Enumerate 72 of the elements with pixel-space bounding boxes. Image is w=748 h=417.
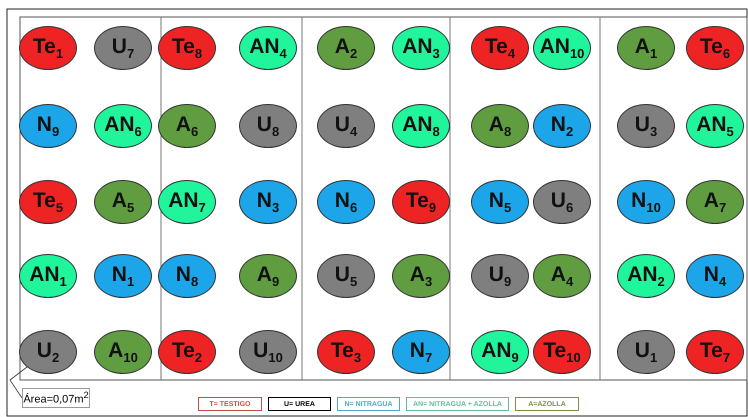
plot-label: A$_{6}$ bbox=[176, 112, 198, 140]
plot-label: Te$_{9}$ bbox=[406, 188, 436, 216]
plot-label: AN$_{7}$ bbox=[168, 188, 206, 216]
plot-ellipse bbox=[19, 254, 77, 298]
plot-ellipse bbox=[19, 26, 77, 70]
plot-label: N$_{6}$ bbox=[334, 188, 358, 216]
plot-label: U$_{10}$ bbox=[253, 338, 283, 366]
plot-ellipse bbox=[392, 254, 450, 298]
plot-label: A$_{1}$ bbox=[634, 34, 658, 62]
plot-ellipse bbox=[686, 254, 744, 298]
plot-label: N$_{5}$ bbox=[488, 188, 512, 216]
plot-label: Te$_{1}$ bbox=[32, 34, 64, 62]
plot-label: U$_{3}$ bbox=[634, 112, 658, 140]
plot-ellipse bbox=[392, 26, 450, 70]
plot-label: AN$_{3}$ bbox=[402, 34, 440, 62]
plot-label: A$_{2}$ bbox=[334, 34, 358, 62]
plot-ellipse bbox=[158, 26, 216, 70]
plot-label: U$_{6}$ bbox=[550, 188, 574, 216]
plot-label: A$_{4}$ bbox=[550, 262, 574, 290]
plot-ellipse bbox=[392, 104, 450, 148]
plot-ellipse bbox=[19, 104, 77, 148]
plot-ellipse bbox=[686, 330, 744, 374]
plot-ellipse bbox=[686, 180, 744, 224]
plot-label: A$_{10}$ bbox=[108, 338, 138, 366]
plot-label: N$_{2}$ bbox=[550, 112, 574, 140]
plot-label: A$_{9}$ bbox=[256, 262, 280, 290]
plot-label: AN$_{10}$ bbox=[540, 34, 584, 62]
plot-label: A$_{3}$ bbox=[410, 262, 432, 290]
plot-label: AN$_{9}$ bbox=[481, 338, 519, 366]
plot-label: Te$_{5}$ bbox=[32, 188, 64, 216]
plot-label: N$_{9}$ bbox=[36, 112, 60, 140]
plot-label: Te$_{3}$ bbox=[330, 338, 362, 366]
plot-label: U$_{9}$ bbox=[488, 262, 512, 290]
plot-label: N$_{3}$ bbox=[256, 188, 280, 216]
plot-label: Te$_{10}$ bbox=[543, 338, 581, 366]
plot-ellipse bbox=[392, 330, 450, 374]
plot-ellipse bbox=[158, 180, 216, 224]
plot-label: AN$_{6}$ bbox=[104, 112, 142, 140]
plot-ellipse bbox=[158, 104, 216, 148]
plot-label: U$_{8}$ bbox=[256, 112, 280, 140]
plot-label: AN$_{8}$ bbox=[402, 112, 440, 140]
plot-label: N$_{4}$ bbox=[704, 262, 726, 290]
plot-label: U$_{5}$ bbox=[334, 262, 358, 290]
plot-label: A$_{8}$ bbox=[488, 112, 512, 140]
leader-line bbox=[9, 366, 28, 398]
plot-label: Te$_{7}$ bbox=[700, 338, 730, 366]
plot-label: Te$_{4}$ bbox=[484, 34, 516, 62]
plot-ellipse bbox=[19, 180, 77, 224]
plot-label: Te$_{6}$ bbox=[700, 34, 730, 62]
plot-label: U$_{7}$ bbox=[112, 34, 134, 62]
plot-label: U$_{1}$ bbox=[634, 338, 658, 366]
plot-label: A$_{7}$ bbox=[704, 188, 726, 216]
plot-ellipse bbox=[392, 180, 450, 224]
plot-label: AN$_{1}$ bbox=[29, 262, 67, 290]
plot-label: Te$_{8}$ bbox=[172, 34, 202, 62]
plot-label: Te$_{2}$ bbox=[172, 338, 202, 366]
plot-label: U$_{4}$ bbox=[334, 112, 358, 140]
plot-ellipse bbox=[158, 254, 216, 298]
plot-label: AN$_{4}$ bbox=[249, 34, 287, 62]
plot-label: A$_{5}$ bbox=[112, 188, 134, 216]
plot-ellipse bbox=[19, 330, 77, 374]
plot-ellipse bbox=[686, 26, 744, 70]
plot-label: AN$_{2}$ bbox=[627, 262, 665, 290]
area-label: Área=0,07m$^{2}$ bbox=[22, 388, 90, 408]
plot-label: AN$_{5}$ bbox=[696, 112, 734, 140]
plot-ellipse bbox=[158, 330, 216, 374]
plot-label: N$_{8}$ bbox=[176, 262, 198, 290]
plot-label: N$_{10}$ bbox=[631, 188, 661, 216]
plot-label: U$_{2}$ bbox=[36, 338, 60, 366]
plot-label: N$_{1}$ bbox=[112, 262, 134, 290]
plot-label: N$_{7}$ bbox=[410, 338, 432, 366]
plot-ellipse bbox=[686, 104, 744, 148]
